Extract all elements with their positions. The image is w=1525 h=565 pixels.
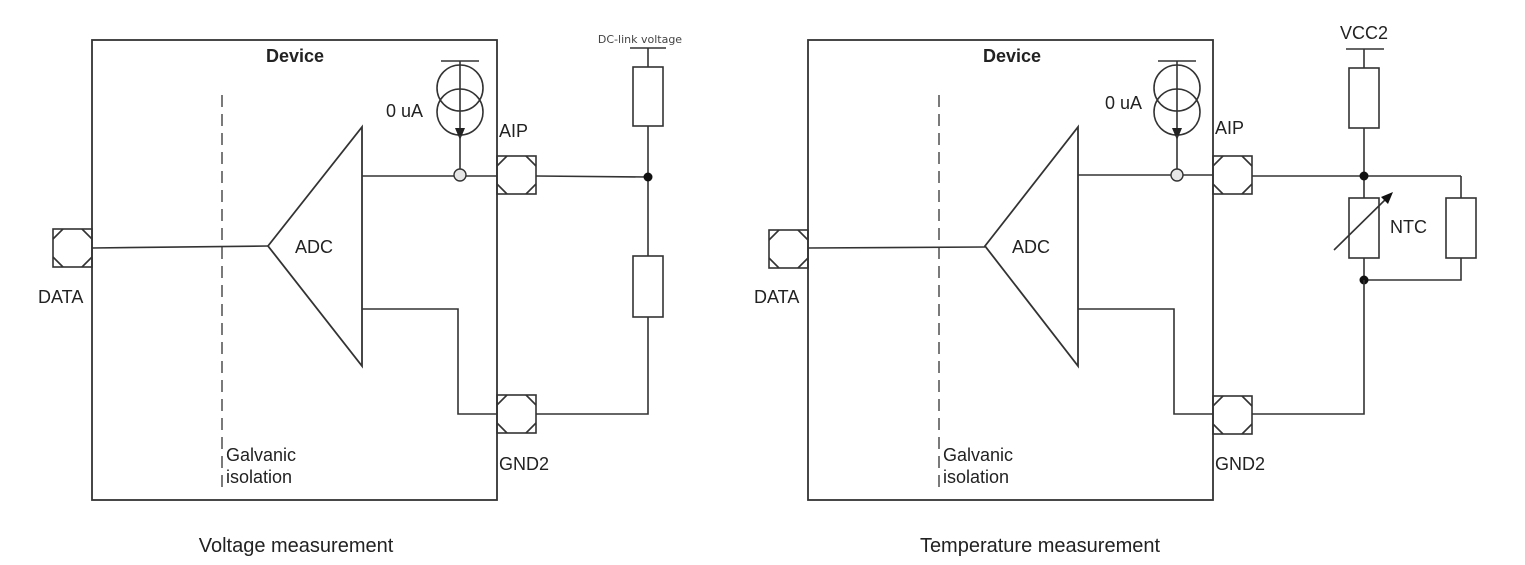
isolation-label-line1: Galvanic — [943, 445, 1013, 465]
aip-pin-label: AIP — [499, 121, 528, 141]
variable-arrow-icon — [1333, 192, 1393, 251]
device-box — [91, 39, 498, 501]
data-wire — [91, 245, 269, 249]
aip-external-wire — [535, 175, 649, 178]
device-box — [807, 39, 1214, 501]
node-dot — [1359, 171, 1369, 181]
adc-triangle — [983, 124, 1079, 369]
adc-label: ADC — [1012, 237, 1050, 257]
parallel-resistor — [1445, 197, 1477, 259]
current-source-icon — [1153, 60, 1201, 169]
junction-open-circle — [1170, 168, 1184, 182]
data-pin-label: DATA — [754, 287, 799, 307]
pullup-resistor — [1348, 67, 1380, 129]
gnd2-external-wire — [1252, 280, 1365, 415]
temperature-measurement-diagram: Device Galvanic isolation ADC DATA 0 uA — [754, 23, 1477, 557]
data-pin-label: DATA — [38, 287, 83, 307]
data-wire — [807, 246, 986, 249]
device-label: Device — [983, 46, 1041, 66]
isolation-label-line2: isolation — [226, 467, 292, 487]
dc-link-voltage-label: DC-link voltage — [598, 33, 682, 46]
caption: Temperature measurement — [920, 535, 1161, 557]
aip-pin-pad — [1212, 155, 1253, 195]
isolation-label-line1: Galvanic — [226, 445, 296, 465]
isolation-label-line2: isolation — [943, 467, 1009, 487]
lower-resistor — [632, 255, 664, 318]
adc-ref-wire — [362, 308, 497, 415]
aip-pin-label: AIP — [1215, 118, 1244, 138]
gnd2-pin-pad — [1212, 395, 1253, 435]
ntc-thermistor — [1348, 197, 1380, 259]
wire — [1364, 258, 1462, 281]
gnd2-external-wire — [536, 317, 649, 415]
gnd2-pin-pad — [496, 394, 537, 434]
adc-ref-wire — [1078, 308, 1213, 415]
adc-label: ADC — [295, 237, 333, 257]
data-pin-pad — [52, 228, 93, 268]
vcc2-label: VCC2 — [1340, 23, 1388, 43]
gnd2-pin-label: GND2 — [499, 454, 549, 474]
caption: Voltage measurement — [199, 535, 394, 557]
gnd2-pin-label: GND2 — [1215, 454, 1265, 474]
node-dot — [643, 172, 653, 182]
current-source-icon — [436, 60, 484, 169]
voltage-measurement-diagram: Device Galvanic isolation ADC DATA 0 uA — [38, 33, 682, 557]
data-pin-pad — [768, 229, 809, 269]
aip-pin-pad — [496, 155, 537, 195]
current-source-label: 0 uA — [386, 101, 423, 121]
adc-triangle — [266, 124, 363, 369]
current-source-label: 0 uA — [1105, 93, 1142, 113]
upper-resistor — [632, 66, 664, 127]
device-label: Device — [266, 46, 324, 66]
junction-open-circle — [453, 168, 467, 182]
ntc-label: NTC — [1390, 217, 1427, 237]
